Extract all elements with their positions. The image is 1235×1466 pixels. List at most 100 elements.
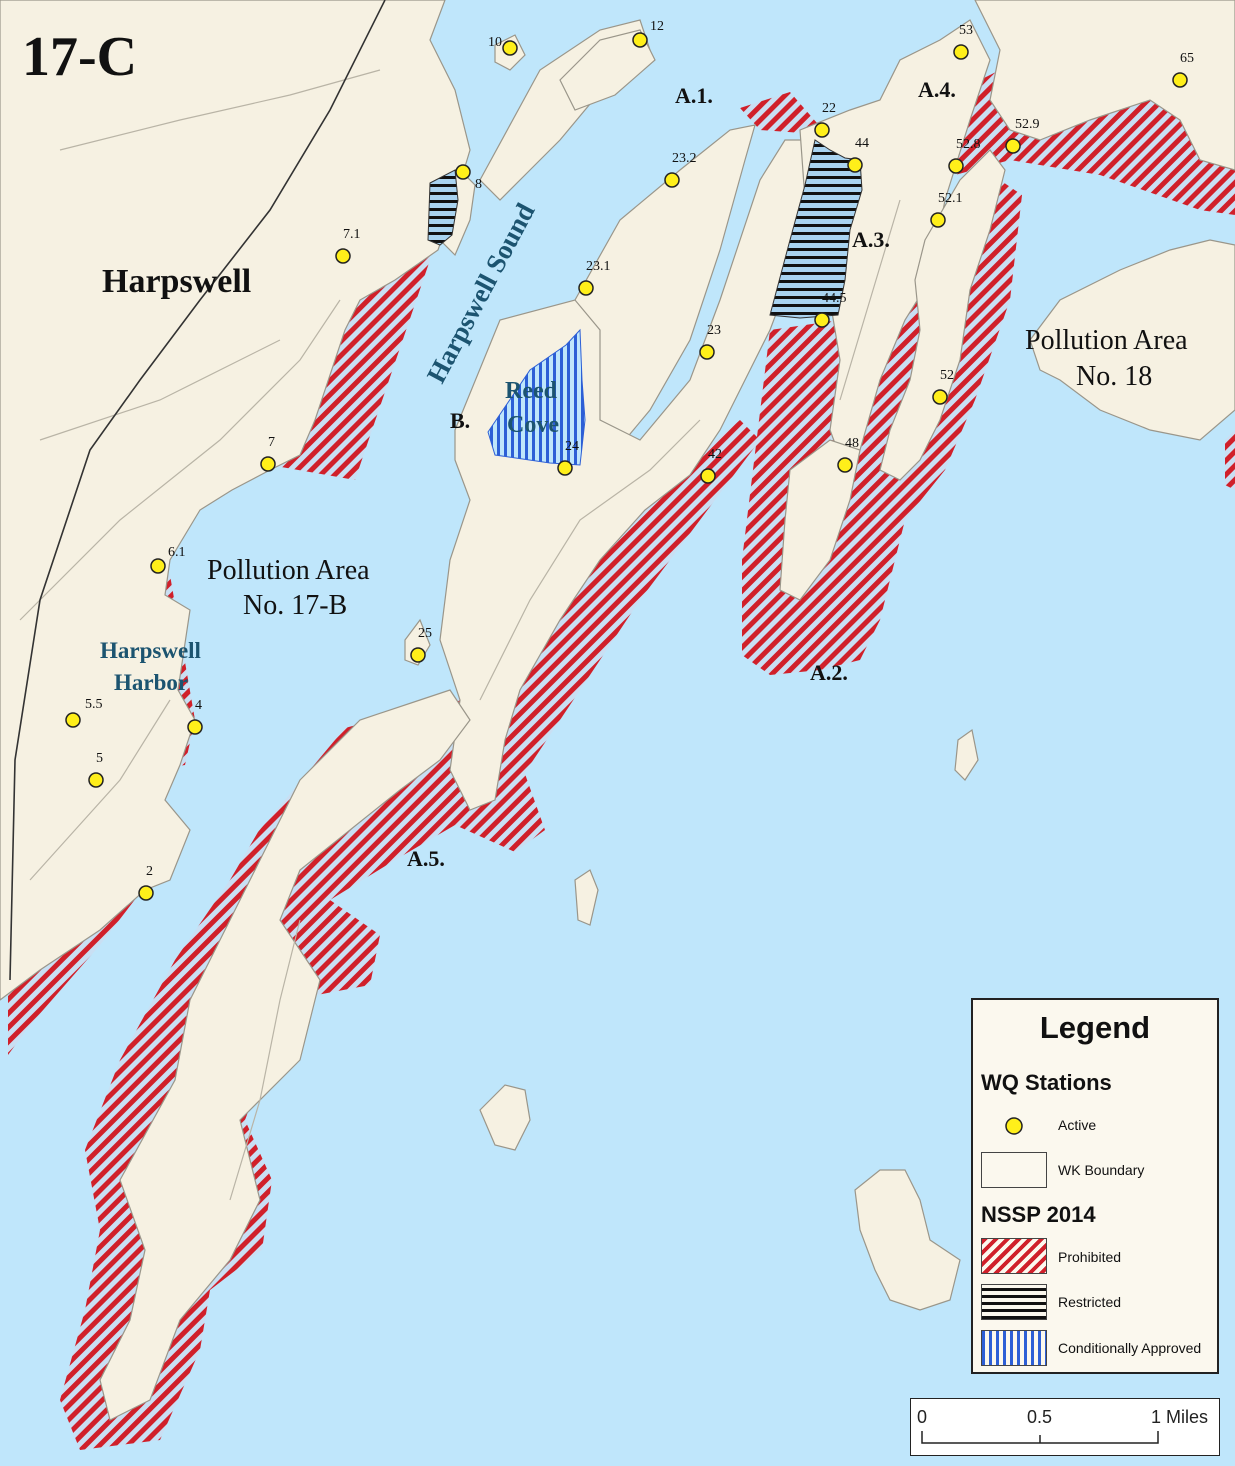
station-marker [502, 40, 518, 56]
label-area-a5: A.5. [407, 846, 445, 871]
label-area-a3: A.3. [852, 227, 890, 252]
station-marker [578, 280, 594, 296]
legend-label-restricted: Restricted [1058, 1294, 1122, 1310]
label-harpswell: Harpswell [102, 263, 251, 300]
station-label: 44.5 [822, 291, 847, 306]
label-pa17b-line2: No. 17-B [243, 590, 347, 621]
station-marker [814, 122, 830, 138]
station-label: 52 [940, 368, 954, 383]
station-marker [1005, 138, 1021, 154]
label-pa18-line2: No. 18 [1076, 361, 1152, 392]
station-label: 8 [475, 177, 482, 192]
station-marker [632, 32, 648, 48]
station-label: 65 [1180, 51, 1194, 66]
legend-swatch-restricted [981, 1284, 1047, 1320]
scale-tick-half: 0.5 [1027, 1407, 1053, 1427]
station-marker [88, 772, 104, 788]
station-label: 53 [959, 23, 973, 38]
label-pa18-line1: Pollution Area [1025, 325, 1188, 356]
boundary-line [9, 0, 386, 981]
station-label: 5 [96, 751, 103, 766]
island-se-2 [954, 728, 979, 781]
station-marker [930, 212, 946, 228]
station-marker [837, 457, 853, 473]
station-marker [932, 389, 948, 405]
island-sw-1 [479, 1084, 531, 1151]
station-marker [455, 164, 471, 180]
station-label: 2 [146, 864, 153, 879]
island-52 [879, 149, 1006, 481]
station-marker [335, 248, 351, 264]
label-area-a2: A.2. [810, 660, 848, 685]
island-pa18 [1029, 239, 1235, 441]
legend-swatch-wk-boundary [981, 1152, 1047, 1188]
label-area-a1: A.1. [675, 83, 713, 108]
restricted-zone-8 [427, 169, 459, 246]
station-marker [187, 719, 203, 735]
great-island-north [559, 29, 656, 111]
station-marker [814, 312, 830, 328]
legend-wq-heading: WQ Stations [981, 1070, 1112, 1095]
scale-bar-line [921, 1431, 1159, 1444]
station-label: 4 [195, 698, 202, 713]
label-harpswell-harbor-2: Harbor [114, 670, 188, 695]
station-label: 12 [650, 19, 664, 34]
legend-label-active: Active [1058, 1117, 1097, 1133]
station-label: 23.2 [672, 151, 697, 166]
island-48 [779, 439, 861, 601]
station-label: 7 [268, 435, 275, 450]
land [0, 0, 1235, 1421]
legend-label-prohibited: Prohibited [1058, 1249, 1122, 1265]
station-marker [65, 712, 81, 728]
legend-label-wk-boundary: WK Boundary [1058, 1162, 1145, 1178]
station-label: 44 [855, 136, 869, 151]
label-harpswell-harbor-1: Harpswell [100, 638, 201, 663]
station-marker [953, 44, 969, 60]
station-marker [948, 158, 964, 174]
legend-swatch-prohibited [981, 1238, 1047, 1274]
scale-bar: 0 0.5 1 Miles [910, 1398, 1220, 1456]
station-label: 23 [707, 323, 721, 338]
station-label: 22 [822, 101, 836, 116]
station-label: 48 [845, 436, 859, 451]
station-marker [557, 460, 573, 476]
station-marker [700, 468, 716, 484]
legend-title: Legend [1039, 1010, 1151, 1045]
station-label: 23.1 [586, 259, 611, 274]
restricted-zones [427, 139, 863, 319]
station-label: 52.9 [1015, 117, 1040, 132]
roads [19, 69, 901, 1201]
label-pa17b-line1: Pollution Area [207, 555, 370, 586]
southern-island [99, 689, 471, 1421]
northeast-land [974, 0, 1235, 171]
station-label: 52.8 [956, 137, 981, 152]
station-label: 52.1 [938, 191, 963, 206]
sheet-id: 17-C [22, 26, 137, 88]
island-se-1 [854, 1169, 961, 1311]
conditionally-approved-zone-reed-cove [487, 328, 586, 466]
station-marker [664, 172, 680, 188]
scale-tick-1: 1 Miles [1151, 1407, 1209, 1427]
central-peninsula [439, 139, 821, 811]
legend-swatch-conditionally-approved [981, 1330, 1047, 1366]
prohibited-zone-east-edge [1225, 430, 1235, 490]
legend: Legend WQ Stations Active WK Boundary NS… [971, 998, 1219, 1374]
station-marker [150, 558, 166, 574]
station-marker [410, 647, 426, 663]
station-marker [138, 885, 154, 901]
island-mid-1 [574, 869, 599, 926]
station-label: 6.1 [168, 545, 186, 560]
station-label: 5.5 [85, 697, 103, 712]
station-marker [1172, 72, 1188, 88]
label-cove: Cove [507, 412, 559, 438]
station-label: 24 [565, 439, 579, 454]
prohibited-zone-south-west [8, 880, 150, 1055]
station-marker [260, 456, 276, 472]
legend-nssp-heading: NSSP 2014 [981, 1202, 1096, 1227]
label-reed: Reed [505, 378, 558, 404]
legend-label-conditionally-approved: Conditionally Approved [1058, 1340, 1202, 1356]
legend-active-station-icon [1005, 1117, 1023, 1135]
station-marker [699, 344, 715, 360]
